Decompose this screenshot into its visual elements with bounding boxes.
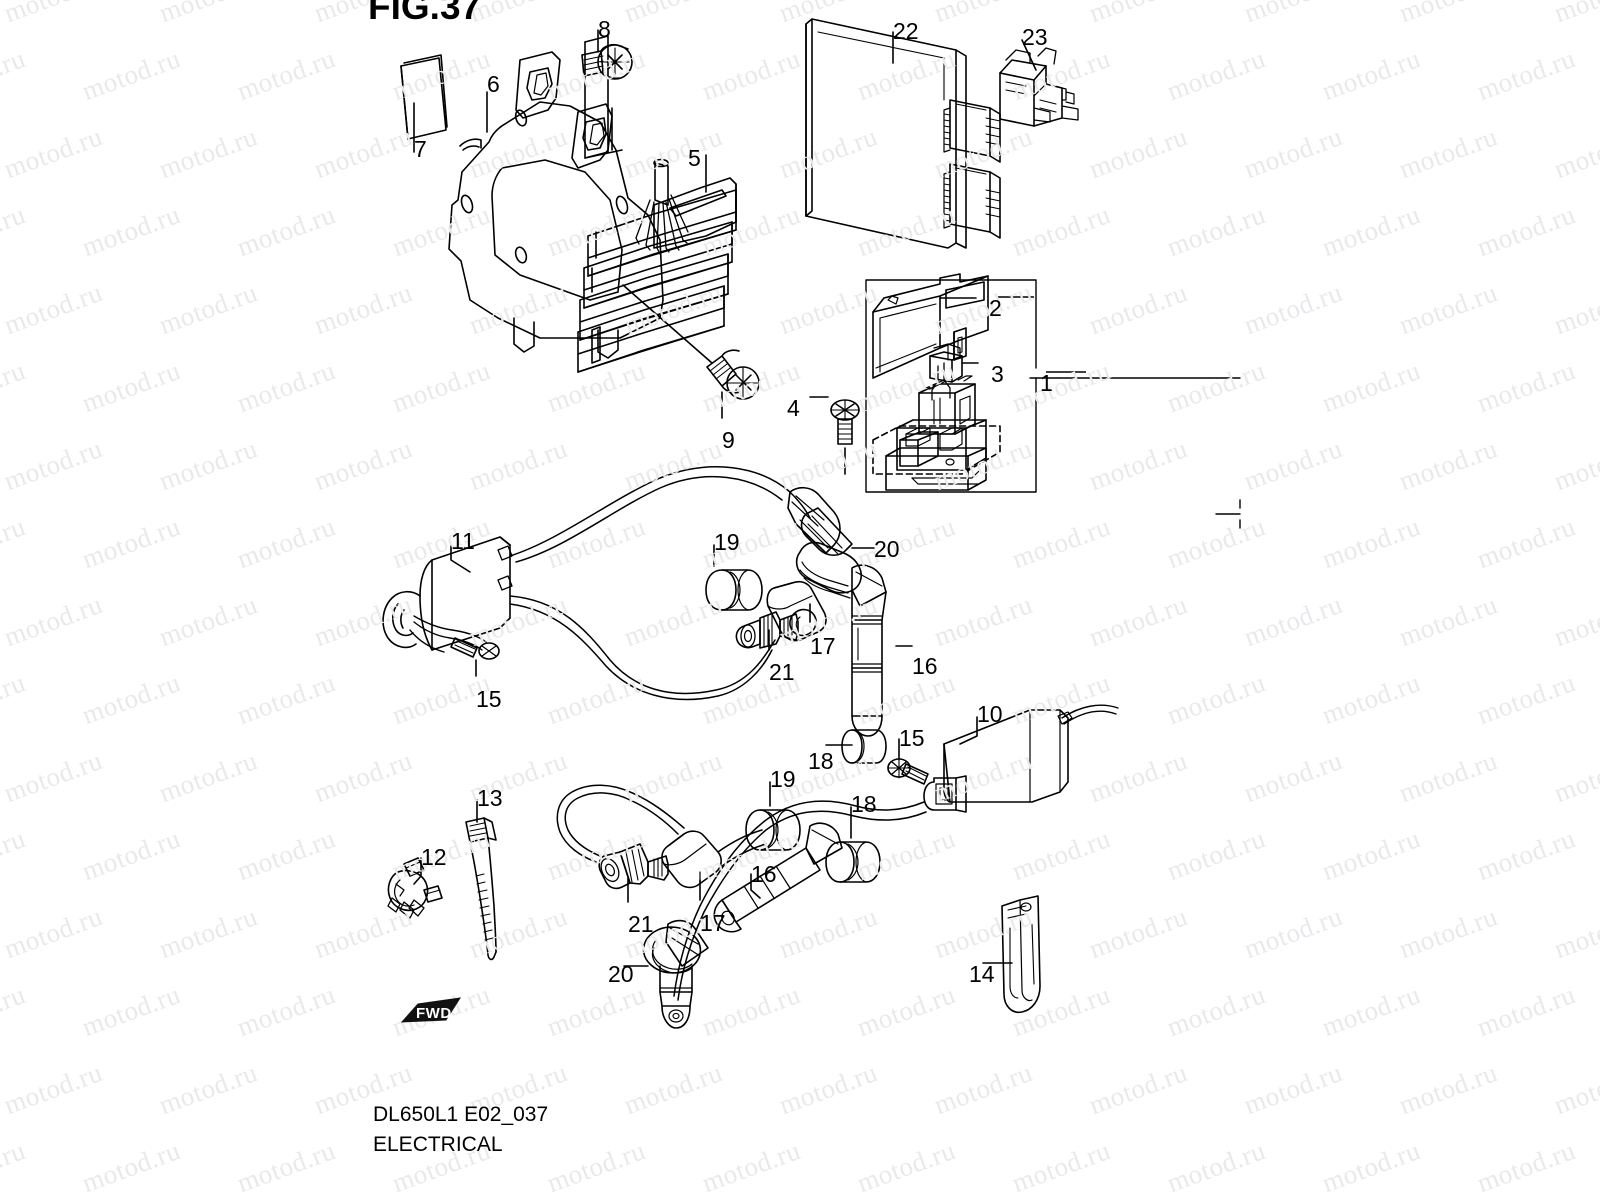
part-mounting-bracket (448, 35, 664, 359)
callout-screw-4: 4 (787, 395, 800, 421)
callout-seal-ring-18: 18 (851, 791, 877, 817)
callout-noise-suppressor-cap-21: 21 (769, 659, 795, 685)
part-screw-4 (809, 396, 860, 475)
callout-seal-ring-18: 18 (808, 748, 834, 774)
callout-cable-tie-13: 13 (477, 785, 503, 811)
part-seal-ring-19b (745, 781, 801, 851)
callout-spark-plug-cord-16: 16 (751, 861, 777, 887)
part-spark-plug-cord-16b (713, 822, 843, 933)
callout-plug-cap-17: 17 (700, 910, 726, 936)
callout-ignition-coil-front-11: 11 (451, 528, 475, 554)
fwd-marker: FWD (398, 996, 468, 1037)
part-noise-cap-21 (735, 611, 799, 651)
part-fuse (929, 343, 979, 401)
diagram-caption: DL650L1 E02_037 ELECTRICAL (373, 1100, 548, 1161)
callout-plug-cap-17: 17 (810, 633, 836, 659)
callout-fuse-3: 3 (991, 361, 1004, 387)
part-bolt-15b (887, 738, 929, 785)
callout-regulator-rectifier-5: 5 (688, 145, 701, 171)
callout-seal-ring-19: 19 (770, 766, 796, 792)
part-spark-plug-cord-16 (851, 564, 913, 737)
callout-fuse-box-assembly-1: 1 (1040, 370, 1053, 396)
part-ignition-coil-front (382, 466, 811, 701)
callout-clamp-bracket-14: 14 (969, 961, 995, 987)
part-clamp-bracket-14 (982, 895, 1041, 1014)
caption-name: ELECTRICAL (373, 1133, 503, 1157)
part-ecu-control-unit (805, 18, 1001, 249)
part-fusebox-base (872, 375, 1001, 491)
callout-seal-ring-19: 19 (714, 529, 740, 555)
part-fuse-box-assembly (865, 279, 1241, 529)
callout-leaders (998, 296, 1086, 373)
callout-spark-plug-cap-20: 20 (608, 961, 634, 987)
callout-bolt-8: 8 (598, 16, 611, 42)
part-seal-ring-18 (825, 729, 887, 764)
part-bolt-9 (622, 284, 760, 419)
callout-fuse-box-cover-2: 2 (989, 295, 1002, 321)
callout-mounting-bracket-6: 6 (487, 71, 500, 97)
callout-spark-plug-cap-20: 20 (874, 536, 900, 562)
part-seal-ring-18b (825, 806, 881, 883)
part-spark-plug-cap-20 (787, 486, 875, 599)
part-noise-cap-21b (556, 784, 685, 903)
callout-noise-suppressor-cap-21: 21 (628, 911, 654, 937)
callout-ecu-control-unit-22: 22 (893, 18, 919, 44)
part-clamp-12 (387, 857, 443, 919)
part-fuse-box-cover (872, 273, 989, 379)
part-ignition-coil-rear (673, 704, 1119, 1001)
callout-ignition-coil-rear-10: 10 (977, 701, 1003, 727)
page-title: FIG.37 (368, 0, 482, 27)
part-bolt-8 (581, 29, 633, 80)
part-seal-ring-19 (705, 544, 763, 611)
part-cable-tie-13 (465, 799, 497, 961)
callout-spark-plug-cord-16: 16 (912, 653, 938, 679)
callout-bolt-15: 15 (899, 725, 925, 751)
part-plug-cap-17 (766, 580, 827, 642)
part-spark-plug-cap-20b (623, 919, 709, 1029)
fwd-label: FWD (416, 1005, 452, 1022)
callout-clamp-12: 12 (421, 844, 447, 870)
callout-bolt-15: 15 (476, 686, 502, 712)
part-insulator-pad (400, 54, 448, 153)
part-regulator-rectifier (577, 154, 737, 373)
callout-bolt-9: 9 (722, 427, 735, 453)
part-plug-cap-17b (661, 829, 767, 901)
part-relay (999, 39, 1079, 127)
callout-relay-23: 23 (1022, 24, 1048, 50)
callout-insulator-pad-7: 7 (414, 136, 427, 162)
caption-code: DL650L1 E02_037 (373, 1103, 549, 1126)
